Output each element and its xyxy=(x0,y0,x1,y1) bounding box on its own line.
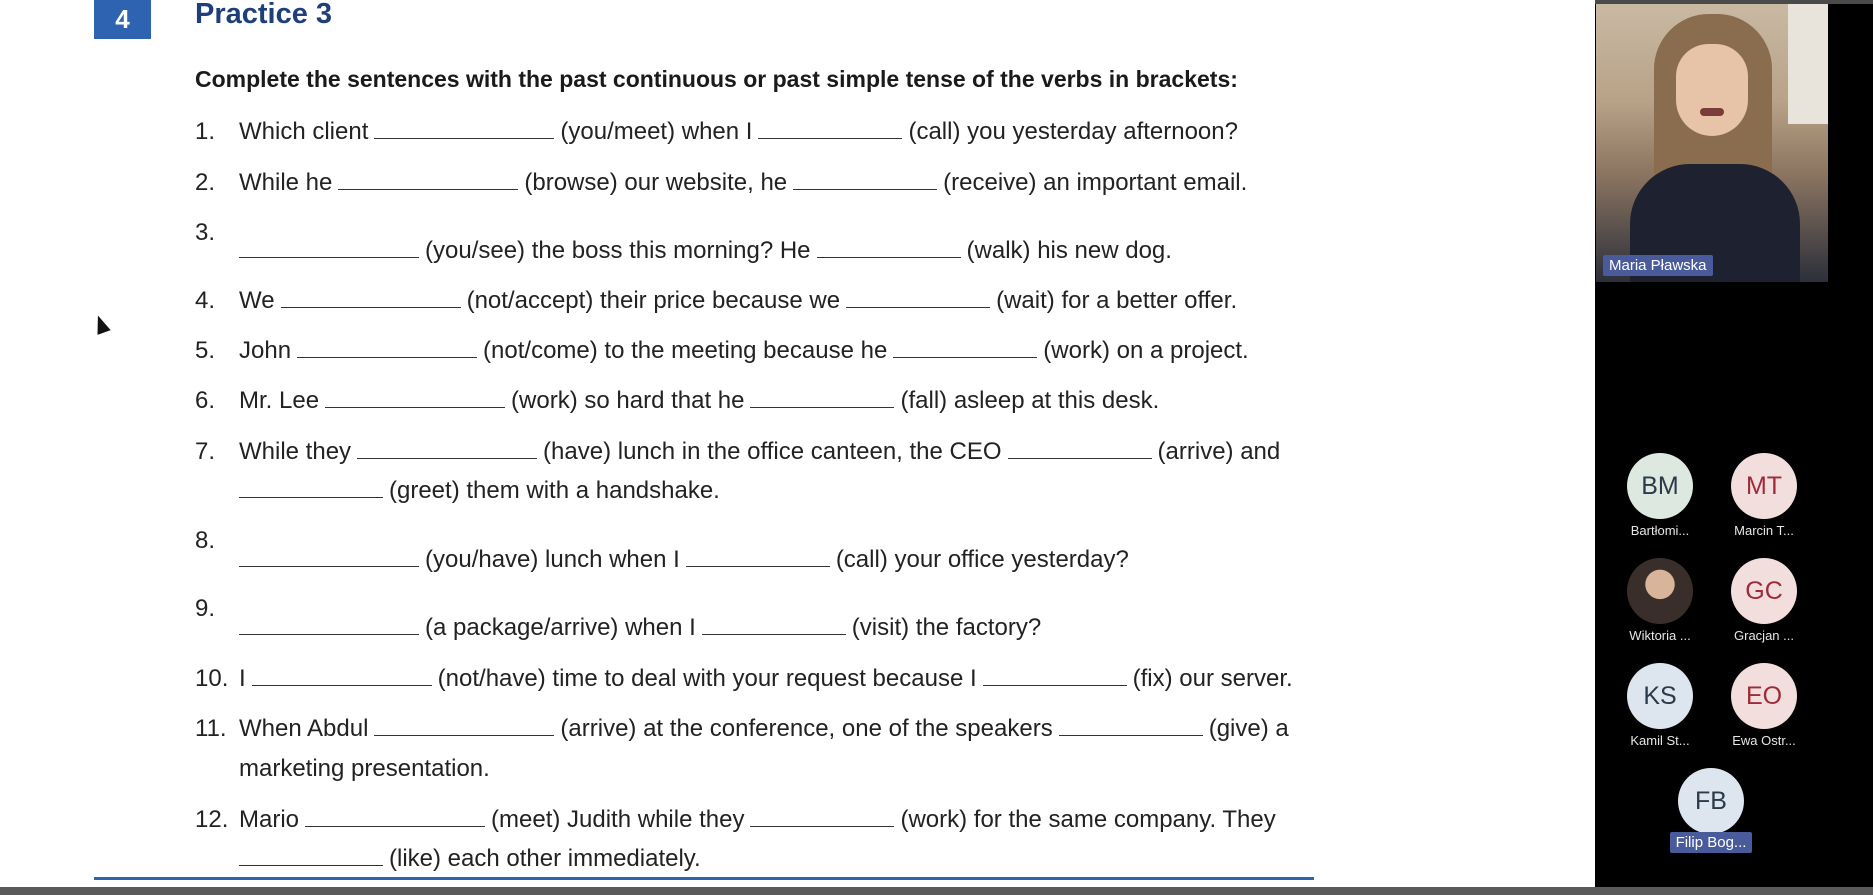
blank[interactable] xyxy=(685,548,830,567)
sentence-12: 12.Mario(meet) Judith while they(work) f… xyxy=(195,806,1276,833)
blank[interactable] xyxy=(325,389,506,408)
blank[interactable] xyxy=(701,616,846,635)
instructions: Complete the sentences with the past con… xyxy=(195,66,1238,92)
participant-name: Gracjan ... xyxy=(1734,628,1794,643)
blank[interactable] xyxy=(357,440,538,459)
blank[interactable] xyxy=(750,389,895,408)
blank[interactable] xyxy=(750,808,895,827)
sentence-3: (you/see) the boss this morning? He(walk… xyxy=(239,237,1172,265)
blank[interactable] xyxy=(1007,440,1152,459)
sentence-10: 10.I(not/have) time to deal with your re… xyxy=(195,665,1293,692)
avatar: MT xyxy=(1731,453,1797,519)
document-page: 4 Practice 3 Complete the sentences with… xyxy=(91,0,1314,880)
blank[interactable] xyxy=(239,847,383,866)
sentence-11: 11.When Abdul(arrive) at the conference,… xyxy=(195,715,1289,742)
avatar: GC xyxy=(1731,558,1797,624)
blank[interactable] xyxy=(816,239,961,258)
sentence-6: 6.Mr. Lee(work) so hard that he(fall) as… xyxy=(195,387,1160,414)
blank[interactable] xyxy=(1058,717,1203,736)
participant-tile[interactable]: Wiktoria ... xyxy=(1615,558,1705,643)
blank[interactable] xyxy=(374,717,555,736)
avatar-photo xyxy=(1627,558,1693,624)
blank[interactable] xyxy=(793,171,938,190)
participant-tile[interactable]: FB Filip Bog... xyxy=(1666,768,1756,853)
sentence-8-number: 8. xyxy=(195,527,216,554)
avatar: FB xyxy=(1678,768,1744,834)
sentence-2: 2.While he(browse) our website, he(recei… xyxy=(195,169,1248,196)
participant-tile[interactable]: KS Kamil St... xyxy=(1615,663,1705,748)
page-bottom-rule xyxy=(94,877,1314,880)
sentence-7-continuation: (greet) them with a handshake. xyxy=(239,477,720,505)
avatar: EO xyxy=(1731,663,1797,729)
sentence-11-continuation: marketing presentation. xyxy=(239,755,490,782)
blank[interactable] xyxy=(239,616,419,635)
blank[interactable] xyxy=(758,120,903,139)
sentence-9: (a package/arrive) when I(visit) the fac… xyxy=(239,614,1041,642)
speaker-face xyxy=(1676,44,1748,136)
blank[interactable] xyxy=(239,479,383,498)
sentence-4: 4.We(not/accept) their price because we(… xyxy=(195,287,1238,314)
blank[interactable] xyxy=(239,548,419,567)
participant-tile[interactable]: BM Bartłomi... xyxy=(1615,453,1705,538)
background-window xyxy=(1788,4,1828,124)
blank[interactable] xyxy=(982,667,1127,686)
page-title: Practice 3 xyxy=(195,0,333,30)
avatar: KS xyxy=(1627,663,1693,729)
blank[interactable] xyxy=(251,667,432,686)
participant-name: Marcin T... xyxy=(1734,523,1794,538)
blank[interactable] xyxy=(239,239,419,258)
speaker-name-tag: Maria Pławska xyxy=(1603,255,1713,276)
exercise-number-badge: 4 xyxy=(94,0,151,39)
participant-tile[interactable]: GC Gracjan ... xyxy=(1719,558,1809,643)
blank[interactable] xyxy=(846,289,991,308)
sentence-7: 7.While they(have) lunch in the office c… xyxy=(195,438,1281,465)
avatar: BM xyxy=(1627,453,1693,519)
speaker-video-tile[interactable] xyxy=(1596,4,1828,282)
sentence-9-number: 9. xyxy=(195,595,216,622)
sentence-1: 1.Which client(you/meet) when I(call) yo… xyxy=(195,118,1238,145)
mouse-cursor-icon xyxy=(91,313,111,335)
participant-name-tag: Filip Bog... xyxy=(1669,832,1753,853)
blank[interactable] xyxy=(338,171,519,190)
blank[interactable] xyxy=(305,808,486,827)
participant-name: Bartłomi... xyxy=(1630,523,1690,538)
blank[interactable] xyxy=(297,339,478,358)
blank[interactable] xyxy=(893,339,1038,358)
participant-name: Kamil St... xyxy=(1630,733,1690,748)
participant-tile[interactable]: EO Ewa Ostr... xyxy=(1719,663,1809,748)
blank[interactable] xyxy=(374,120,555,139)
blank[interactable] xyxy=(280,289,461,308)
sentence-3-number: 3. xyxy=(195,219,216,246)
participant-tile[interactable]: MT Marcin T... xyxy=(1719,453,1809,538)
sentence-8: (you/have) lunch when I(call) your offic… xyxy=(239,546,1129,574)
bottom-border xyxy=(0,887,1873,895)
speaker-mouth xyxy=(1700,108,1724,116)
sentence-12-continuation: (like) each other immediately. xyxy=(239,845,701,873)
participant-name: Wiktoria ... xyxy=(1629,628,1691,643)
participant-name: Ewa Ostr... xyxy=(1732,733,1796,748)
sentence-5: 5.John(not/come) to the meeting because … xyxy=(195,337,1249,364)
